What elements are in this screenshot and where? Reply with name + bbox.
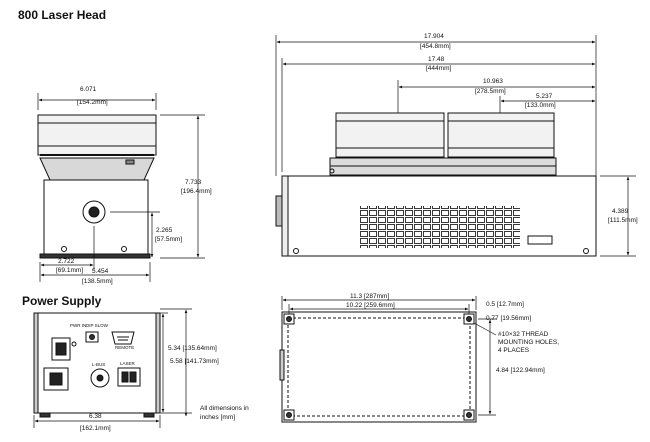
side-height-mm: [111.5mm] — [608, 217, 638, 224]
side-length-mm: [454.8mm] — [420, 43, 451, 50]
side-l4-in: 5.237 — [536, 93, 553, 100]
psu-front-h2: 5.58 [141.73mm] — [170, 358, 219, 365]
side-l2-mm: [444mm] — [426, 65, 451, 72]
psu-top-h: 4.84 [122.94mm] — [496, 367, 545, 374]
port-height-mm: [57.5mm] — [155, 236, 182, 243]
front-width-mm: [154.2mm] — [77, 99, 108, 106]
port-width-mm: [69.1mm] — [56, 267, 83, 274]
side-l3-mm: [278.5mm] — [475, 88, 506, 95]
psu-label-remote: REMOTE — [115, 345, 134, 350]
side-height-in: 4.389 — [612, 208, 629, 215]
side-l3-in: 10.963 — [483, 78, 503, 85]
hole-note-3: 4 PLACES — [498, 347, 530, 354]
psu-label-dip: DIP SLOW — [86, 323, 109, 328]
laser-side-dimensions — [275, 35, 636, 257]
laser-front-dimensions — [37, 93, 205, 282]
psu-label-pwr: PWR IN — [70, 323, 86, 328]
laser-front-view — [37, 114, 157, 259]
port-width-in: 2.722 — [58, 258, 75, 265]
hole-note-2: MOUNTING HOLES, — [498, 339, 559, 346]
hole-note-1: #10×32 THREAD — [498, 331, 549, 338]
psu-top-view — [279, 311, 477, 423]
footnote-line1: All dimensions in — [200, 405, 249, 412]
power-supply-heading: Power Supply — [22, 294, 102, 308]
laser-side-view — [275, 112, 597, 257]
side-l2-in: 17.48 — [428, 56, 445, 63]
front-height-in: 7.733 — [185, 179, 202, 186]
psu-top-e2: 0.77 [19.56mm] — [486, 315, 531, 322]
front-width-in: 6.071 — [80, 86, 97, 93]
psu-front-view — [33, 312, 161, 418]
psu-top-w2: 10.22 [259.6mm] — [346, 302, 395, 309]
footnote-line2: inches [mm] — [200, 414, 235, 421]
port-height-in: 2.265 — [156, 227, 173, 234]
psu-front-w-in: 6.38 — [89, 413, 102, 420]
side-length-in: 17.904 — [424, 33, 444, 40]
psu-front-h1: 5.34 [135.64mm] — [168, 345, 217, 352]
laser-head-heading: 800 Laser Head — [18, 8, 107, 22]
psu-top-w1: 11.3 [287mm] — [350, 293, 389, 300]
base-width-in: 5.454 — [92, 268, 109, 275]
psu-label-laser: LASER — [120, 361, 136, 366]
psu-top-e1: 0.5 [12.7mm] — [486, 301, 524, 308]
psu-label-lbus: L-BUS — [92, 362, 105, 367]
psu-front-w-mm: [162.1mm] — [80, 425, 111, 432]
psu-top-dimensions — [281, 296, 497, 416]
front-height-mm: [196.4mm] — [181, 188, 212, 195]
side-l4-mm: [133.0mm] — [525, 102, 556, 109]
base-width-mm: [138.5mm] — [82, 278, 113, 285]
psu-front-dimensions — [33, 308, 192, 428]
